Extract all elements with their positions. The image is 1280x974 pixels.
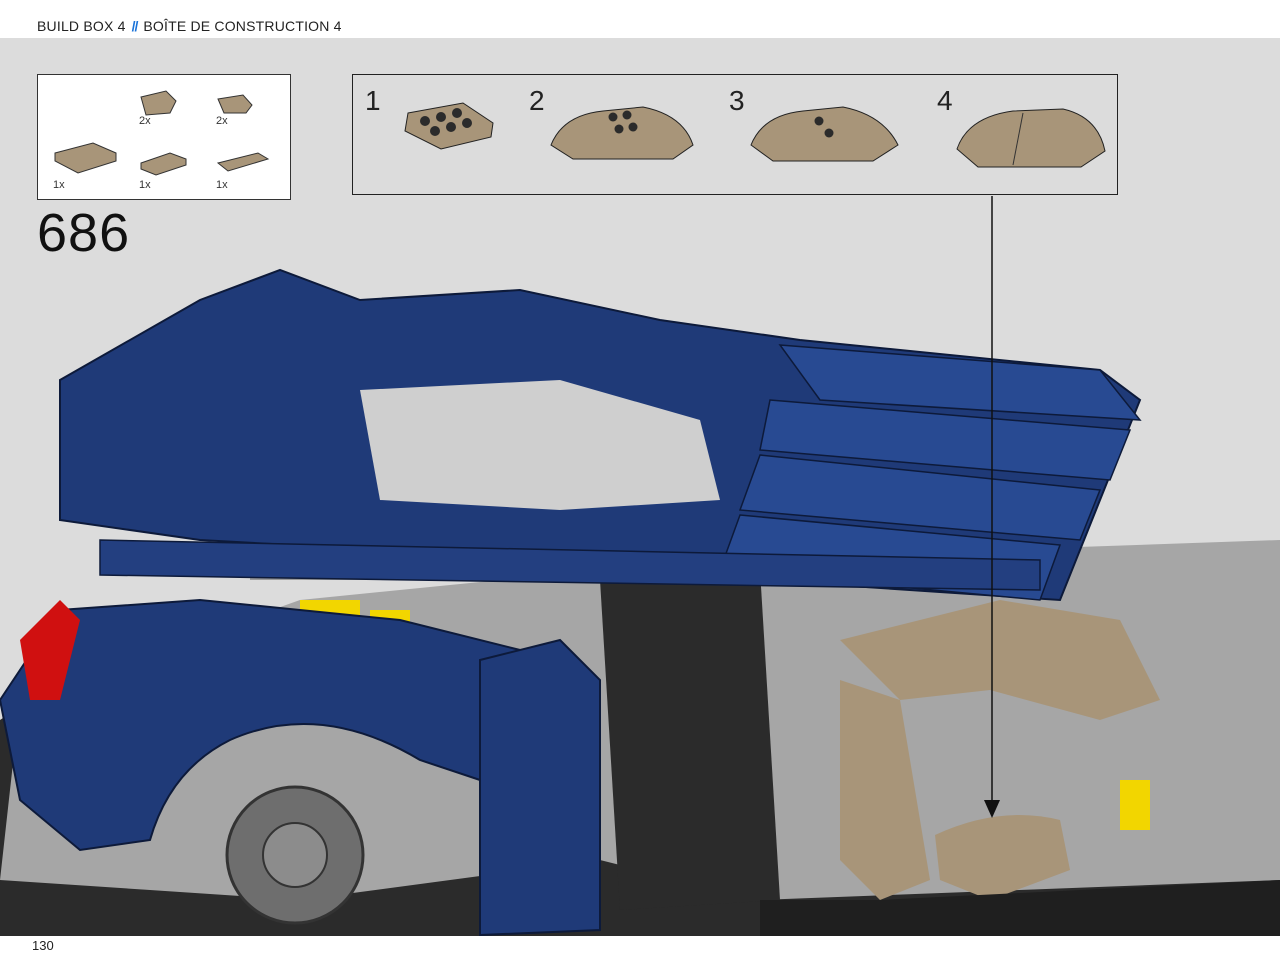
blue-front-fender <box>0 598 532 852</box>
page-number: 130 <box>32 938 54 953</box>
part-curved-slope-small <box>217 94 253 114</box>
substep-3-studs <box>814 116 834 138</box>
red-light <box>20 600 80 700</box>
part-quantity: 2x <box>216 115 228 127</box>
substep-number: 4 <box>937 85 953 116</box>
tan-seat-upper <box>840 600 1160 720</box>
parts-illustrations <box>54 90 270 176</box>
page-header: BUILD BOX 4 //BOÎTE DE CONSTRUCTION 4 <box>0 0 1280 38</box>
part-quantity: 2x <box>139 115 151 127</box>
roof-slat-2 <box>759 399 1132 481</box>
subassembly-illustrations <box>404 102 1106 168</box>
substep-4-seam <box>1012 112 1024 166</box>
blue-side-rail <box>99 539 1041 591</box>
roof-slat-1 <box>778 344 1142 421</box>
wheel-center <box>262 822 328 888</box>
part-quantity: 1x <box>139 179 151 191</box>
header-separator: // <box>131 18 139 34</box>
part-quantity: 1x <box>53 179 65 191</box>
part-plate-2x3 <box>54 142 117 174</box>
black-lower <box>760 880 1280 936</box>
substep-number: 3 <box>729 85 745 116</box>
substep-2-studs <box>608 110 638 134</box>
yellow-part-3 <box>1120 780 1150 830</box>
blue-door <box>479 638 601 936</box>
subassembly-box: 1 2 3 4 <box>352 74 1118 195</box>
part-curved-slope-corner <box>140 90 177 116</box>
roof-slat-3 <box>738 454 1102 541</box>
substep-1-studs <box>420 108 472 136</box>
black-panel-1 <box>600 570 780 910</box>
parts-list-box: 2x 2x 1x 1x 1x <box>37 74 291 200</box>
tan-target-assembly <box>935 815 1070 900</box>
roof-opening <box>360 380 720 510</box>
part-plate-1x3 <box>140 152 187 176</box>
part-quantity: 1x <box>216 179 228 191</box>
step-number: 686 <box>37 203 131 263</box>
substep-3-assembly <box>750 106 899 162</box>
header-title-en: BUILD BOX 4 <box>37 18 126 34</box>
substep-number: 1 <box>365 85 381 116</box>
header-title-fr: BOÎTE DE CONSTRUCTION 4 <box>143 18 342 34</box>
tan-seat-side <box>840 680 930 900</box>
substep-number: 2 <box>529 85 545 116</box>
substep-4-assembly <box>956 108 1106 168</box>
page-footer <box>0 936 1280 974</box>
substep-2-assembly <box>550 106 694 160</box>
assembly-arrow-head <box>984 800 1000 818</box>
header-title: BUILD BOX 4 //BOÎTE DE CONSTRUCTION 4 <box>37 18 342 34</box>
model-illustration <box>0 196 1280 936</box>
part-tile-1x4 <box>216 152 270 172</box>
